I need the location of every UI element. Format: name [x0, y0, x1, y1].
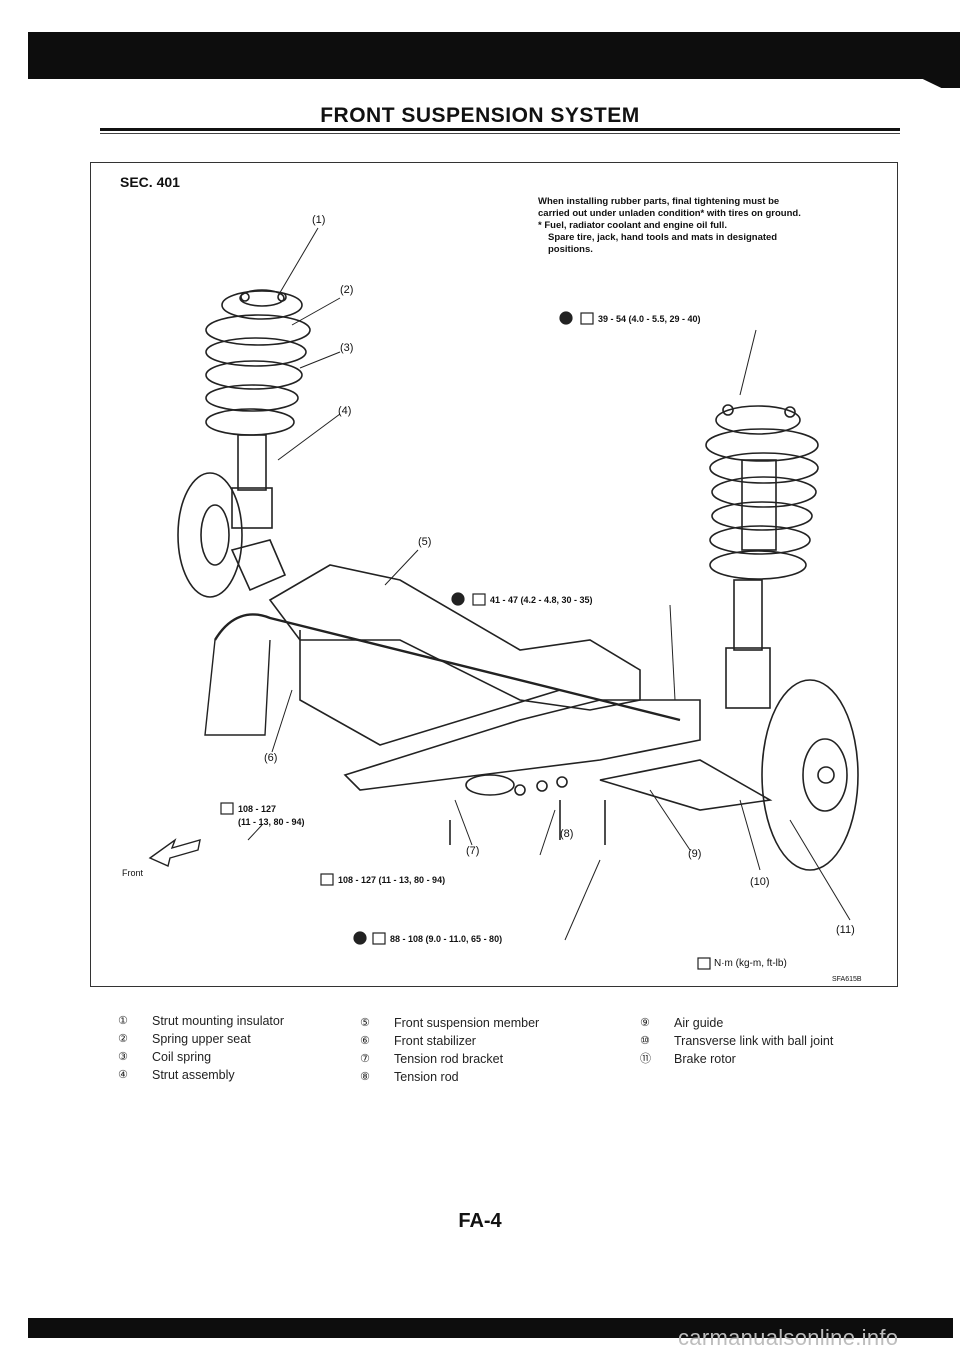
- page-number: FA-4: [458, 1210, 502, 1232]
- page-title: FRONT SUSPENSION SYSTEM: [320, 104, 640, 127]
- front-label: Front: [122, 868, 144, 878]
- note-line: carried out under unladen condition* wit…: [538, 208, 801, 219]
- callout-7: (7): [466, 845, 480, 857]
- leader-lines: [247, 227, 851, 941]
- callout-10: (10): [750, 876, 770, 888]
- callout-5: (5): [418, 536, 432, 548]
- torque-spec-link: 88 - 108 (9.0 - 11.0, 65 - 80): [390, 934, 503, 944]
- unit-legend: N·m (kg-m, ft-lb): [714, 958, 787, 969]
- torque-icons: [220, 311, 711, 970]
- note-line: When installing rubber parts, final tigh…: [538, 196, 780, 207]
- callout-9: (9): [688, 848, 702, 860]
- transverse-link-drawing: [599, 759, 773, 811]
- callout-1: (1): [312, 214, 326, 226]
- callout-6: (6): [264, 752, 278, 764]
- suspension-diagram: [148, 227, 859, 970]
- callout-3: (3): [340, 342, 354, 354]
- installation-note: When installing rubber parts, final tigh…: [538, 196, 888, 256]
- section-label: SEC. 401: [120, 174, 180, 190]
- figure-id: SFA615B: [832, 976, 862, 983]
- note-line: * Fuel, radiator coolant and engine oil …: [538, 220, 727, 231]
- title-rule-thin: [100, 133, 900, 134]
- suspension-member-drawing: [268, 564, 701, 796]
- torque-spec-tension-rod: 108 - 127 (11 - 13, 80 - 94): [338, 875, 446, 885]
- torque-spec-stabilizer-1: 108 - 127: [238, 804, 277, 814]
- note-line: positions.: [548, 244, 593, 255]
- stabilizer-bar-drawing: [213, 613, 681, 722]
- figure-frame: [90, 162, 898, 987]
- title-rule: [100, 128, 900, 131]
- torque-spec-stabilizer-2: (11 - 13, 80 - 94): [238, 817, 305, 827]
- right-strut-drawing: [705, 404, 859, 871]
- left-strut-drawing: [177, 289, 311, 598]
- note-line: Spare tire, jack, hand tools and mats in…: [548, 232, 778, 243]
- callout-8: (8): [560, 828, 574, 840]
- watermark: carmanualsonline.info: [678, 1325, 899, 1350]
- callout-4: (4): [338, 405, 352, 417]
- footer-bar: [28, 1318, 953, 1338]
- header-bar: [28, 32, 960, 88]
- front-arrow-icon: [148, 838, 201, 867]
- torque-spec-member: 41 - 47 (4.2 - 4.8, 30 - 35): [490, 595, 593, 605]
- callout-2: (2): [340, 284, 354, 296]
- callout-11: (11): [836, 924, 855, 936]
- torque-spec-strut-mount: 39 - 54 (4.0 - 5.5, 29 - 40): [598, 314, 701, 324]
